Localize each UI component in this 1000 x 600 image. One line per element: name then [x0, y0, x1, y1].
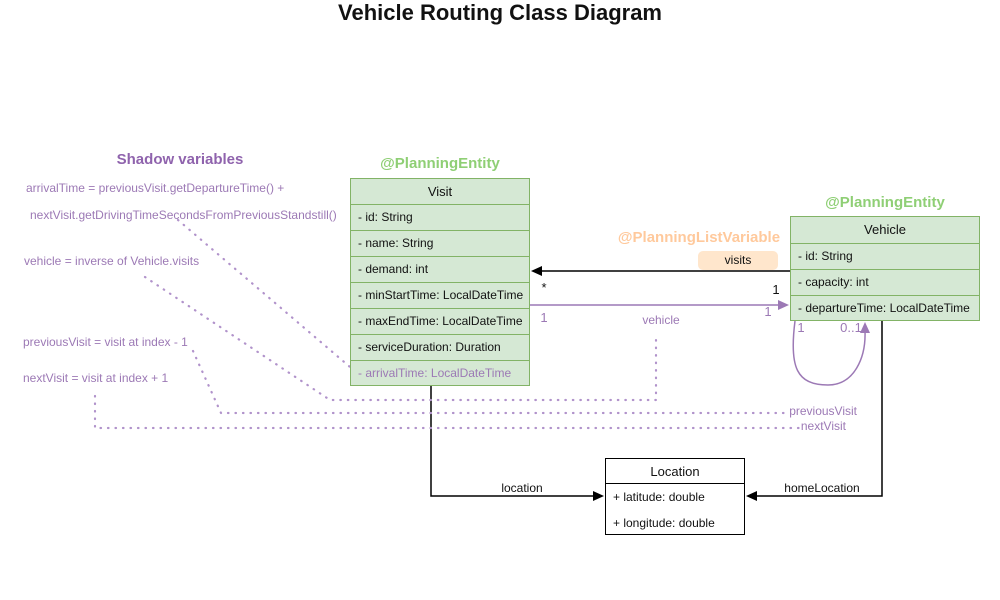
shadow-note-previousvisit: previousVisit = visit at index - 1 [23, 335, 188, 349]
visit-field-arrivaltime-shadow: - arrivalTime: LocalDateTime [351, 360, 529, 386]
visit-field-minstarttime: - minStartTime: LocalDateTime [351, 282, 529, 308]
visit-field-serviceduration: - serviceDuration: Duration [351, 334, 529, 360]
class-name-visit: Visit [427, 184, 453, 199]
visit-field-id: - id: String [351, 204, 529, 230]
vehicle-field-capacity: - capacity: int [791, 269, 979, 295]
class-box-visit: Visit - id: String - name: String - dema… [350, 178, 530, 386]
planning-list-variable-annotation: @PlanningListVariable [617, 229, 781, 246]
self-loop-multiplicity-one: 1 [797, 320, 805, 335]
class-box-vehicle: Vehicle - id: String - capacity: int - d… [790, 216, 980, 321]
vehicle-edge-label: vehicle [642, 313, 680, 327]
planning-entity-annotation-vehicle: @PlanningEntity [825, 194, 945, 211]
shadow-note-arrivaltime-1: arrivalTime = previousVisit.getDeparture… [26, 181, 285, 195]
previousvisit-edge-label: previousVisit [789, 404, 857, 418]
planning-entity-annotation-visit: @PlanningEntity [380, 155, 500, 172]
visits-edge-label-chip: visits [698, 251, 778, 270]
visit-field-demand: - demand: int [351, 256, 529, 282]
class-name-location: Location [606, 459, 744, 484]
shadow-note-nextvisit: nextVisit = visit at index + 1 [23, 371, 169, 385]
vehicle-field-departuretime: - departureTime: LocalDateTime [791, 295, 979, 321]
vehicle-edge-multiplicity-right: 1 [764, 304, 772, 319]
shadow-variables-heading: Shadow variables [116, 151, 244, 168]
location-edge-label: location [501, 481, 543, 495]
vehicle-arrow [530, 300, 789, 310]
shadow-note-vehicle: vehicle = inverse of Vehicle.visits [24, 254, 200, 268]
visits-multiplicity-star: * [541, 280, 547, 295]
homelocation-edge-label: homeLocation [784, 481, 860, 495]
shadow-note-arrivaltime-2: nextVisit.getDrivingTimeSecondsFromPrevi… [30, 208, 337, 222]
location-field-longitude: + longitude: double [613, 516, 715, 530]
class-name-vehicle: Vehicle [864, 222, 906, 237]
visit-field-name: - name: String [351, 230, 529, 256]
self-loop-multiplicity-zero-one: 0..1 [840, 320, 862, 335]
visits-multiplicity-one: 1 [772, 282, 780, 297]
vehicle-field-id: - id: String [791, 243, 979, 269]
page-title: Vehicle Routing Class Diagram [338, 0, 662, 25]
nextvisit-edge-label: nextVisit [800, 419, 846, 433]
visit-field-maxendtime: - maxEndTime: LocalDateTime [351, 308, 529, 334]
location-field-latitude: + latitude: double [613, 490, 705, 504]
vehicle-edge-multiplicity-left: 1 [540, 310, 548, 325]
class-box-location: Location + latitude: double + longitude:… [605, 458, 745, 535]
